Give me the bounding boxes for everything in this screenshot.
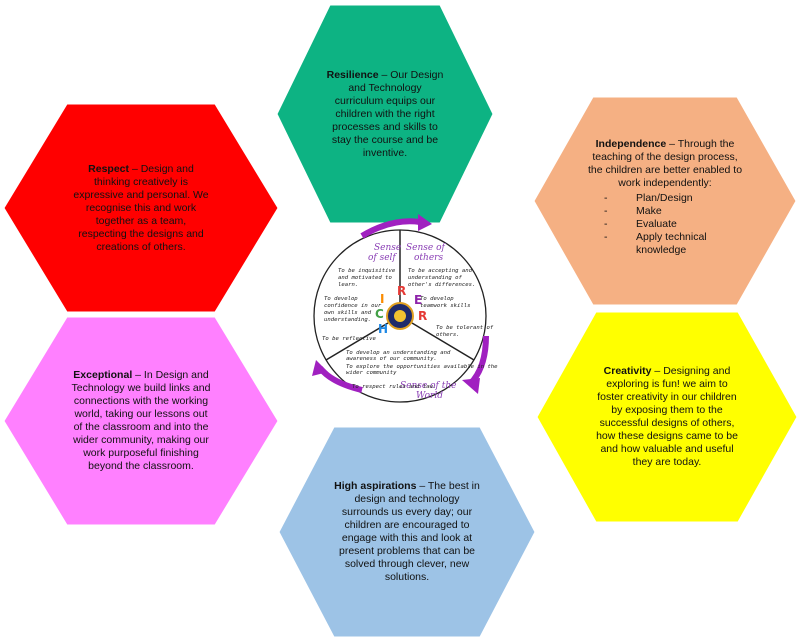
self-item-line: and motivated to: [338, 275, 393, 281]
richer-letter: C: [375, 307, 384, 321]
sense-of-world-items: To develop an understanding and awarenes…: [346, 350, 498, 390]
list-item: - Plan/Design: [604, 192, 726, 205]
resilience-title: Resilience: [326, 68, 379, 81]
independence-text: Independence – Through the teaching of t…: [585, 122, 745, 272]
exceptional-text: Exceptional – In Design and Technology w…: [69, 346, 213, 496]
sense-of-others-title-line1: Sense of: [406, 243, 447, 253]
others-item-line: teamwork skills: [420, 303, 471, 309]
list-item: - Evaluate: [604, 218, 726, 231]
sense-of-others-title-line2: others: [414, 253, 443, 263]
sense-of-world-title-line2: World: [416, 391, 443, 401]
list-dash: -: [604, 191, 608, 204]
others-item-line: others.: [436, 332, 460, 338]
values-wheel: R I C H E R Sense of self Sense of other…: [312, 214, 498, 403]
creativity-body: – Designing and exploring is fun! we aim…: [596, 365, 738, 468]
world-item-line: wider community: [346, 370, 397, 376]
richer-letter: H: [378, 322, 388, 336]
exceptional-title: Exceptional: [73, 369, 133, 381]
aspirations-hexagon-shape: [278, 426, 536, 638]
sense-of-others-items: To be accepting and understanding of oth…: [408, 268, 494, 338]
richer-letter: R: [418, 309, 427, 323]
list-item: - Make: [604, 205, 726, 218]
creativity-title: Creativity: [603, 365, 652, 377]
resilience-body: – Our Design and Technology curriculum e…: [331, 68, 444, 159]
school-logo-center: [394, 310, 406, 322]
right-arrowhead-icon: [462, 378, 480, 394]
others-item-line: To be accepting and: [408, 268, 473, 274]
aspirations-body: – The best in design and technology surr…: [339, 480, 480, 583]
respect-hexagon-shape: [3, 103, 279, 313]
left-arrowhead-icon: [312, 360, 328, 376]
richer-letter: E: [414, 293, 422, 307]
world-item-line: To develop an understanding and: [346, 350, 451, 356]
wheel-arrows: [312, 214, 489, 394]
world-item-line: awareness of our community.: [346, 356, 437, 362]
list-item-label: Evaluate: [636, 217, 677, 230]
list-item-label: Apply technical knowledge: [636, 230, 707, 256]
list-item: - Apply technical knowledge: [604, 231, 726, 257]
list-dash: -: [604, 217, 608, 230]
others-item-line: To be tolerant of: [436, 325, 494, 331]
sense-of-self-items: To be inquisitive and motivated to learn…: [322, 268, 396, 342]
self-item-line: To be reflective: [322, 336, 377, 342]
creativity-hexagon-fill: [536, 311, 798, 523]
top-arrowhead-icon: [418, 214, 432, 231]
aspirations-hexagon: High aspirations – The best in design an…: [278, 426, 536, 638]
resilience-text: Resilience – Our Design and Technology c…: [326, 44, 444, 184]
world-item-line: To respect rules and law.: [352, 384, 436, 390]
resilience-hexagon-fill: [276, 4, 494, 224]
independence-hexagon: Independence – Through the teaching of t…: [533, 96, 797, 306]
creativity-text: Creativity – Designing and exploring is …: [592, 341, 742, 493]
sense-of-self-title-line1: Sense: [374, 243, 401, 253]
richer-letter: I: [380, 292, 384, 306]
sense-of-self-title-line2: of self: [368, 253, 397, 263]
respect-hexagon-fill: [3, 103, 279, 313]
self-item-line: To be inquisitive: [338, 268, 396, 274]
self-item-line: To develop: [324, 296, 358, 302]
creativity-hexagon-shape: [536, 311, 798, 523]
richer-letters: R I C H E R: [375, 284, 427, 336]
respect-hexagon: Respect – Design and thinking creatively…: [3, 103, 279, 313]
others-item-line: other's differences.: [408, 282, 475, 288]
creativity-hexagon: Creativity – Designing and exploring is …: [536, 311, 798, 523]
self-item-line: learn.: [338, 282, 358, 288]
independence-hexagon-fill: [533, 96, 797, 306]
independence-hexagon-shape: [533, 96, 797, 306]
sense-of-world-title-line1: Sense of the: [400, 381, 456, 391]
self-item-line: confidence in our: [324, 303, 382, 309]
aspirations-title: High aspirations: [334, 480, 417, 492]
respect-title: Respect: [88, 162, 130, 175]
self-item-line: understanding.: [324, 317, 371, 323]
others-item-line: To develop: [420, 296, 454, 302]
list-dash: -: [604, 230, 608, 243]
others-item-line: understanding of: [408, 275, 463, 281]
aspirations-hexagon-fill: [278, 426, 536, 638]
wheel-divider-right: [411, 322, 475, 361]
richer-letter: R: [397, 284, 406, 298]
resilience-hexagon: Resilience – Our Design and Technology c…: [276, 4, 494, 224]
list-dash: -: [604, 204, 608, 217]
wheel-divider-left: [325, 322, 389, 361]
aspirations-text: High aspirations – The best in design an…: [334, 454, 480, 610]
top-arrow-icon: [360, 218, 421, 239]
exceptional-hexagon-shape: [3, 316, 279, 526]
respect-body: – Design and thinking creatively is expr…: [73, 162, 209, 253]
world-item-line: To explore the opportunities available i…: [346, 364, 498, 370]
list-item-label: Plan/Design: [636, 191, 693, 204]
self-item-line: own skills and: [324, 310, 372, 316]
independence-title: Independence: [595, 137, 667, 150]
list-item-label: Make: [636, 204, 662, 217]
independence-list: - Plan/Design - Make - Evaluate - Apply tech…: [604, 192, 726, 257]
exceptional-hexagon: Exceptional – In Design and Technology w…: [3, 316, 279, 526]
exceptional-body: – In Design and Technology we build link…: [71, 369, 211, 472]
independence-body: – Through the teaching of the design pro…: [587, 137, 743, 189]
resilience-hexagon-shape: [276, 4, 494, 224]
exceptional-hexagon-fill: [3, 316, 279, 526]
respect-text: Respect – Design and thinking creatively…: [71, 133, 211, 283]
